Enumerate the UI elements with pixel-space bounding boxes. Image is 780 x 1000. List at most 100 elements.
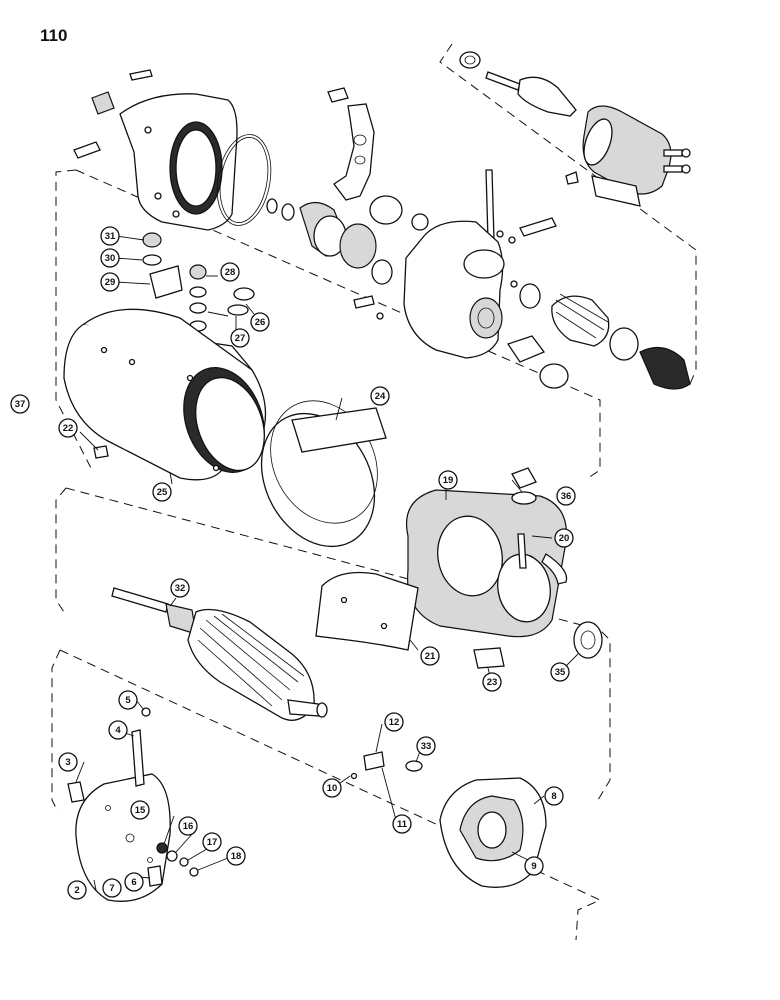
callout-label: 7	[109, 883, 114, 894]
callout-label: 12	[389, 717, 400, 728]
callout-2: 2	[67, 880, 87, 900]
callout-32: 32	[170, 578, 190, 598]
callout-22: 22	[58, 418, 78, 438]
small-hardware	[142, 232, 255, 332]
callout-circle	[556, 486, 576, 506]
callout-circle	[544, 786, 564, 806]
callout-circle	[554, 528, 574, 548]
callout-circle	[370, 386, 390, 406]
callout-circle	[58, 418, 78, 438]
shift-lever-and-pinion	[266, 87, 429, 320]
callout-label: 36	[561, 491, 572, 502]
callout-7: 7	[102, 878, 122, 898]
callout-circle	[322, 778, 342, 798]
callout-36: 36	[556, 486, 576, 506]
callout-circle	[220, 262, 240, 282]
callout-6: 6	[124, 872, 144, 892]
callout-21: 21	[420, 646, 440, 666]
field-frame	[63, 308, 267, 481]
callout-24: 24	[370, 386, 390, 406]
callout-20: 20	[554, 528, 574, 548]
solenoid-assembly	[459, 51, 691, 207]
callout-label: 19	[443, 475, 454, 486]
callout-label: 16	[183, 821, 194, 832]
callout-circle	[178, 816, 198, 836]
callout-circle	[100, 248, 120, 268]
callout-label: 28	[225, 267, 236, 278]
callout-label: 9	[531, 861, 536, 872]
callout-circle	[100, 272, 120, 292]
callout-19: 19	[438, 470, 458, 490]
callout-28: 28	[220, 262, 240, 282]
drive-housing	[73, 69, 272, 231]
callout-circle	[130, 800, 150, 820]
callout-circle	[384, 712, 404, 732]
callout-circle	[10, 394, 30, 414]
callout-circle	[108, 720, 128, 740]
callout-15: 15	[130, 800, 150, 820]
callout-label: 6	[131, 877, 136, 888]
callout-label: 20	[559, 533, 570, 544]
callout-label: 30	[105, 253, 116, 264]
callout-23: 23	[482, 672, 502, 692]
callout-label: 10	[327, 783, 338, 794]
callout-circle	[550, 662, 570, 682]
callout-label: 22	[63, 423, 74, 434]
callout-label: 8	[551, 791, 556, 802]
page-number: 110	[40, 26, 68, 45]
field-band	[260, 400, 387, 548]
callout-circle	[67, 880, 87, 900]
callout-label: 17	[207, 837, 218, 848]
insulator	[473, 647, 505, 669]
armature	[111, 587, 328, 721]
callout-circle	[482, 672, 502, 692]
callout-31: 31	[100, 226, 120, 246]
callout-label: 25	[157, 487, 168, 498]
callout-12: 12	[384, 712, 404, 732]
callout-label: 2	[74, 885, 79, 896]
callout-circle	[118, 690, 138, 710]
callout-group: 2345678910111215161718192021222324252627…	[10, 226, 576, 900]
callout-label: 23	[487, 677, 498, 688]
callout-label: 35	[555, 667, 566, 678]
callout-circle	[170, 578, 190, 598]
callout-label: 26	[255, 317, 266, 328]
callout-circle	[100, 226, 120, 246]
callout-26: 26	[250, 312, 270, 332]
callout-circle	[152, 482, 172, 502]
callout-label: 37	[15, 399, 26, 410]
callout-circle	[226, 846, 246, 866]
callout-9: 9	[524, 856, 544, 876]
field-coils	[406, 467, 568, 638]
callout-circle	[420, 646, 440, 666]
callout-17: 17	[202, 832, 222, 852]
callout-27: 27	[230, 328, 250, 348]
pole-shoe	[315, 571, 419, 651]
callout-5: 5	[118, 690, 138, 710]
callout-3: 3	[58, 752, 78, 772]
callout-circle	[202, 832, 222, 852]
callout-35: 35	[550, 662, 570, 682]
callout-circle	[524, 856, 544, 876]
callout-25: 25	[152, 482, 172, 502]
callout-label: 32	[175, 583, 186, 594]
nose-housing	[403, 169, 691, 390]
callout-label: 18	[231, 851, 242, 862]
callout-label: 21	[425, 651, 436, 662]
callout-label: 27	[235, 333, 246, 344]
callout-33: 33	[416, 736, 436, 756]
callout-37: 37	[10, 394, 30, 414]
callout-circle	[124, 872, 144, 892]
callout-label: 24	[375, 391, 386, 402]
callout-circle	[102, 878, 122, 898]
callout-circle	[416, 736, 436, 756]
callout-11: 11	[392, 814, 412, 834]
callout-10: 10	[322, 778, 342, 798]
callout-circle	[230, 328, 250, 348]
assembly-outline-end-frame	[51, 649, 602, 941]
callout-label: 4	[115, 725, 121, 736]
callout-16: 16	[178, 816, 198, 836]
callout-circle	[58, 752, 78, 772]
callout-label: 11	[397, 819, 408, 830]
